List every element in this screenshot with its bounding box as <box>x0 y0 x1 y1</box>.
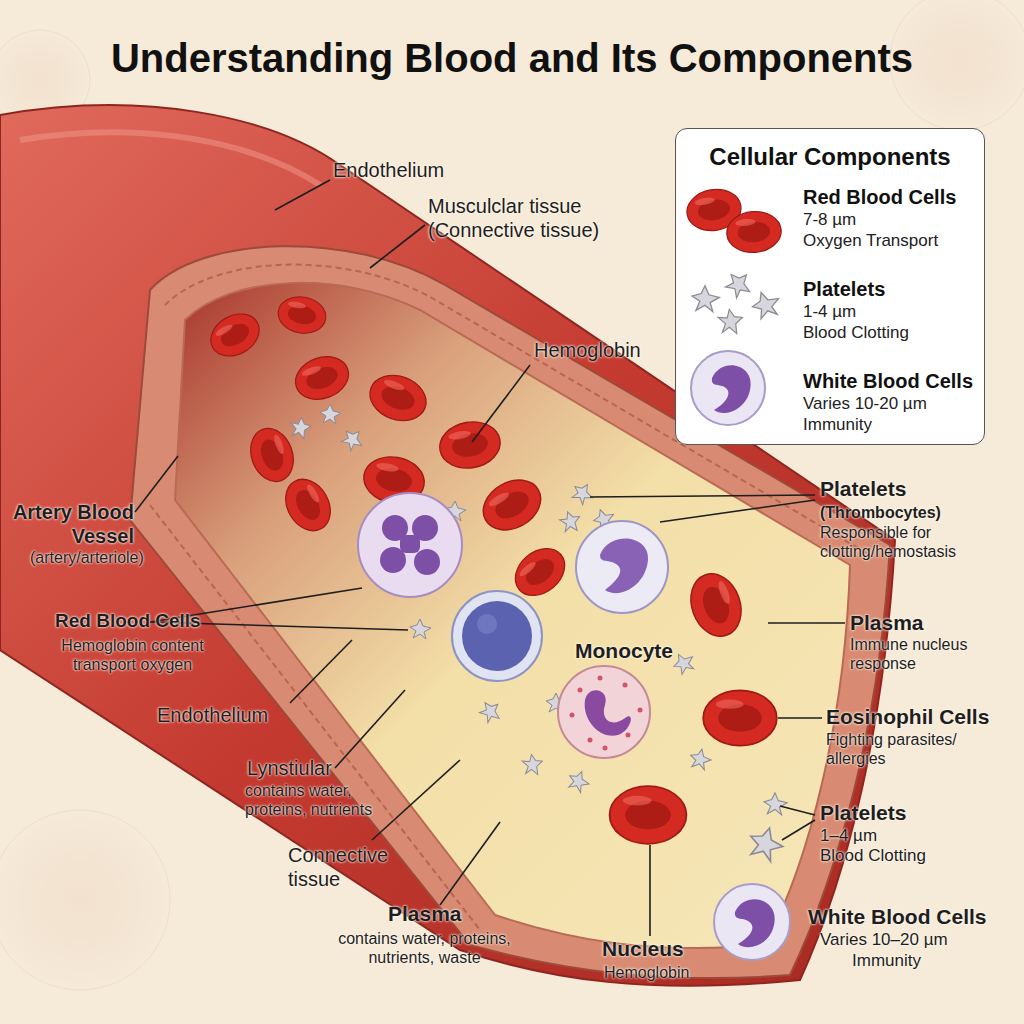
background-cells <box>0 0 1024 990</box>
callout-label: Hemoglobin <box>534 338 674 362</box>
callout-label: Red Blood Cells <box>55 610 225 633</box>
callout-label: Connective tissue <box>288 843 408 891</box>
callout-label: Plasma <box>388 901 508 926</box>
legend-item-detail: 1-4 µm <box>803 301 984 322</box>
legend-box: Cellular ComponentsRed Blood Cells7-8 µm… <box>675 128 985 445</box>
legend-item-detail: 7-8 µm <box>803 209 984 230</box>
platelets <box>289 404 787 863</box>
white-blood-cell-icon <box>714 884 790 960</box>
callout-label: Hemoglobin content transport oxygen <box>45 636 220 674</box>
callout-label: Eosinophil Cells <box>826 704 1021 729</box>
callout-label: Platelets <box>820 800 1000 825</box>
callout-label: contains water, proteins, nutrients, was… <box>322 929 527 967</box>
callout-label: Monocyte <box>575 638 715 663</box>
title: Understanding Blood and Its Components <box>0 36 1024 81</box>
legend-item-detail: Oxygen Transport <box>803 230 984 251</box>
callout-label: Plasma <box>850 610 1000 635</box>
callout-label: Musculclar tissue (Connective tissue) <box>428 194 623 242</box>
callout-label: 1–4 µm <box>820 826 1000 846</box>
callout-label: White Blood Cells <box>808 904 1020 929</box>
callout-label: Hemoglobin <box>604 963 734 982</box>
callout-label: Immune nucleus response <box>850 635 1000 673</box>
legend-item: Platelets1-4 µmBlood Clotting <box>676 277 984 365</box>
callout-label: Nucleus <box>602 936 722 961</box>
callout-label: Immunity <box>852 951 1002 971</box>
callout-label: Fighting parasites/ allergies <box>826 730 986 768</box>
callout-label: Endothelium <box>333 158 493 182</box>
callout-label: Lynstiular <box>247 756 397 780</box>
legend-heading: Cellular Components <box>676 143 984 171</box>
callout-label: Artery Blood Vessel <box>6 500 134 548</box>
legend-item: White Blood CellsVaries 10-20 µmImmunity <box>676 369 984 439</box>
legend-item-name: Red Blood Cells <box>803 185 984 209</box>
legend-item-detail: Immunity <box>803 414 984 435</box>
white-blood-cells <box>358 493 668 758</box>
callout-label: (artery/arteriole) <box>30 548 200 567</box>
legend-item-name: White Blood Cells <box>803 369 984 393</box>
callout-label: Blood Clotting <box>820 846 1000 866</box>
callout-label: Varies 10–20 µm <box>820 930 1020 950</box>
legend-item: Red Blood Cells7-8 µmOxygen Transport <box>676 185 984 273</box>
legend-item-detail: Blood Clotting <box>803 322 984 343</box>
callout-label: (Thrombocytes) <box>820 503 1000 522</box>
legend-item-name: Platelets <box>803 277 984 301</box>
callout-label: Endothelium <box>157 703 317 727</box>
callout-label: Responsible for clotting/hemostasis <box>820 523 990 561</box>
callout-label: Platelets <box>820 476 1000 501</box>
legend-item-detail: Varies 10-20 µm <box>803 393 984 414</box>
callout-label: contains water, proteins, nutrients <box>245 781 395 819</box>
